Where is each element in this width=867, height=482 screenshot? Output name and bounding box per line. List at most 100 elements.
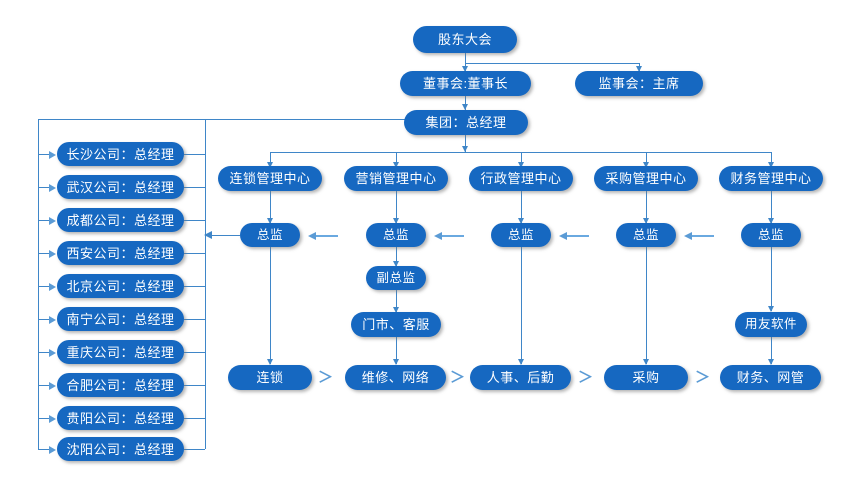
arrowhead-company-5-icon xyxy=(49,282,56,291)
node-director-procurement[interactable]: 总监 xyxy=(616,223,676,247)
node-deputy-director-marketing[interactable]: 副总监 xyxy=(366,266,426,290)
connector-center2-to-director xyxy=(396,191,397,223)
node-company-nanning[interactable]: 南宁公司：总经理 xyxy=(57,307,184,331)
connector-director-arrow-3 xyxy=(566,235,589,237)
connector-center-drop-3 xyxy=(521,152,522,167)
connector-center4-to-director xyxy=(646,191,647,223)
connector-company-in-3 xyxy=(38,220,50,221)
connector-company-out-4 xyxy=(184,253,205,254)
node-bottom-chain[interactable]: 连锁 xyxy=(228,365,312,390)
node-company-guiyang[interactable]: 贵阳公司：总经理 xyxy=(57,406,184,430)
arrowhead-center-2-icon xyxy=(392,162,399,168)
arrowhead-chain-bottom-icon xyxy=(266,359,273,365)
connector-director-arrow-1 xyxy=(315,235,338,237)
node-bottom-finance-network[interactable]: 财务、网管 xyxy=(720,365,821,390)
connector-center3-to-director xyxy=(521,191,522,223)
arrowhead-company-9-icon xyxy=(49,414,56,423)
connector-company-in-5 xyxy=(38,286,50,287)
node-center-marketing[interactable]: 营销管理中心 xyxy=(344,166,448,191)
node-company-chengdu[interactable]: 成都公司：总经理 xyxy=(57,208,184,232)
connector-admin-director-to-bottom xyxy=(521,247,522,364)
node-company-hefei[interactable]: 合肥公司：总经理 xyxy=(57,373,184,397)
arrowhead-director-3-icon xyxy=(517,218,524,224)
arrowhead-admin-bottom-icon xyxy=(517,359,524,365)
node-director-administration[interactable]: 总监 xyxy=(491,223,551,247)
connector-center1-to-director xyxy=(270,191,271,223)
arrowhead-storeservice-icon xyxy=(392,307,399,313)
node-director-finance[interactable]: 总监 xyxy=(741,223,801,247)
arrowhead-director-left-1-icon xyxy=(308,231,316,240)
arrowhead-board-to-group-icon xyxy=(461,104,468,110)
node-center-procurement[interactable]: 采购管理中心 xyxy=(594,166,698,191)
connector-company-out-10 xyxy=(184,449,205,450)
node-supervisory-chairman[interactable]: 监事会：主席 xyxy=(575,71,703,96)
node-company-xian[interactable]: 西安公司：总经理 xyxy=(57,241,184,265)
connector-companies-right-spine xyxy=(205,119,206,449)
arrowhead-director-4-icon xyxy=(642,218,649,224)
connector-shareholders-stem xyxy=(465,53,466,64)
connector-companies-left-spine xyxy=(38,119,39,449)
node-director-marketing[interactable]: 总监 xyxy=(366,223,426,247)
node-company-beijing[interactable]: 北京公司：总经理 xyxy=(57,274,184,298)
connector-company-out-1 xyxy=(184,154,205,155)
arrowhead-finance-bottom-icon xyxy=(767,359,774,365)
connector-group-stem xyxy=(465,135,466,153)
arrowhead-company-3-icon xyxy=(49,216,56,225)
node-center-administration[interactable]: 行政管理中心 xyxy=(469,166,573,191)
connector-company-in-4 xyxy=(38,253,50,254)
arrowhead-company-4-icon xyxy=(49,249,56,258)
connector-company-in-9 xyxy=(38,418,50,419)
flow-separator-3: ＞ xyxy=(578,369,594,386)
connector-company-in-8 xyxy=(38,385,50,386)
arrowhead-to-board-icon xyxy=(461,66,468,72)
connector-procurement-director-to-bottom xyxy=(646,247,647,364)
node-bottom-hr-logistics[interactable]: 人事、后勤 xyxy=(470,365,571,390)
node-bottom-procurement[interactable]: 采购 xyxy=(604,365,688,390)
arrowhead-center-1-icon xyxy=(266,162,273,168)
connector-director-arrow-4 xyxy=(691,235,714,237)
connector-company-out-7 xyxy=(184,352,205,353)
node-company-changsha[interactable]: 长沙公司：总经理 xyxy=(57,142,184,166)
connector-center-drop-1 xyxy=(270,152,271,167)
connector-company-in-1 xyxy=(38,154,50,155)
connector-center5-to-director xyxy=(771,191,772,223)
connector-group-to-companies-bus xyxy=(38,119,406,120)
connector-center-drop-4 xyxy=(646,152,647,167)
node-yonyou-software[interactable]: 用友软件 xyxy=(735,312,807,337)
node-store-customer-service[interactable]: 门市、客服 xyxy=(351,312,441,337)
node-center-finance[interactable]: 财务管理中心 xyxy=(719,166,823,191)
arrowhead-software-icon xyxy=(767,306,774,312)
node-director-chain[interactable]: 总监 xyxy=(240,223,300,247)
connector-company-out-5 xyxy=(184,286,205,287)
node-bottom-maintenance-network[interactable]: 维修、网络 xyxy=(345,365,446,390)
node-group-gm[interactable]: 集团：总经理 xyxy=(404,110,528,135)
arrowhead-marketing-bottom-icon xyxy=(392,359,399,365)
node-company-shenyang[interactable]: 沈阳公司：总经理 xyxy=(57,437,184,461)
connector-company-out-8 xyxy=(184,385,205,386)
connector-centers-bus xyxy=(270,152,771,153)
arrowhead-to-companies-icon xyxy=(204,231,212,239)
arrowhead-company-6-icon xyxy=(49,315,56,324)
arrowhead-director-1-icon xyxy=(266,218,273,224)
node-board-chairman[interactable]: 董事会:董事长 xyxy=(400,71,531,96)
node-company-chongqing[interactable]: 重庆公司：总经理 xyxy=(57,340,184,364)
connector-company-in-7 xyxy=(38,352,50,353)
arrowhead-company-2-icon xyxy=(49,183,56,192)
flow-separator-2: ＞ xyxy=(450,369,466,386)
connector-board-to-group xyxy=(465,96,466,110)
arrowhead-company-7-icon xyxy=(49,348,56,357)
arrowhead-company-1-icon xyxy=(49,150,56,159)
node-shareholders-meeting[interactable]: 股东大会 xyxy=(413,26,517,53)
connector-company-in-10 xyxy=(38,449,50,450)
connector-deputy-to-storeservice xyxy=(396,290,397,312)
node-center-chain[interactable]: 连锁管理中心 xyxy=(218,166,322,191)
connector-marketing-director-to-deputy xyxy=(396,247,397,266)
arrowhead-to-supervisors-icon xyxy=(635,66,642,72)
connector-company-out-3 xyxy=(184,220,205,221)
arrowhead-director-left-2-icon xyxy=(434,231,442,240)
connector-storeservice-to-bottom xyxy=(396,337,397,364)
arrowhead-director-left-4-icon xyxy=(684,231,692,240)
node-company-wuhan[interactable]: 武汉公司：总经理 xyxy=(57,175,184,199)
arrowhead-company-8-icon xyxy=(49,381,56,390)
